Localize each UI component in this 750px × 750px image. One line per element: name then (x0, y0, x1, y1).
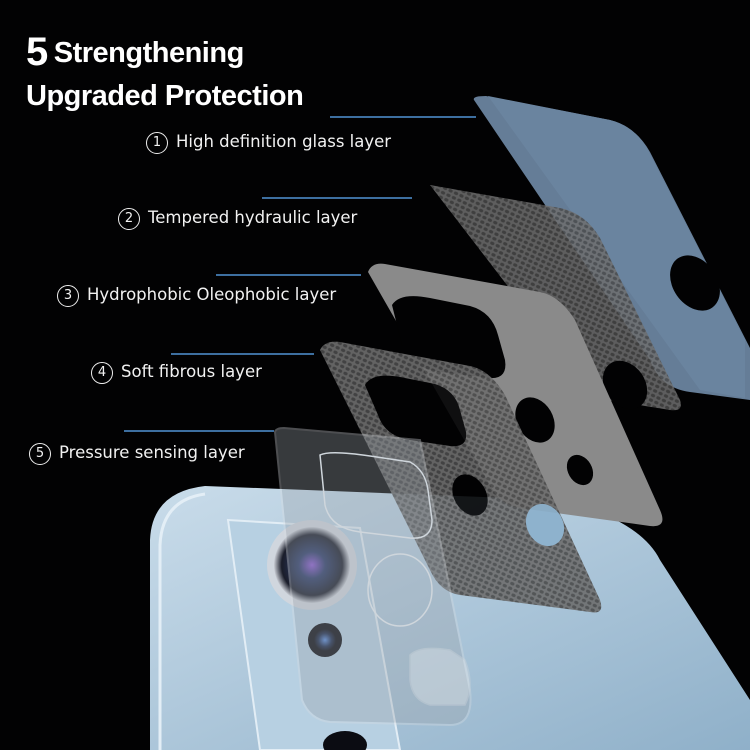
circled-number-icon: 2 (118, 208, 140, 230)
layer-label-text: Soft fibrous layer (121, 362, 262, 381)
circled-number-icon: 5 (29, 443, 51, 465)
layer-label-2: 2 Tempered hydraulic layer (118, 208, 357, 230)
leader-line-5 (124, 430, 274, 432)
layer-5-pressure-sensing (273, 426, 472, 727)
circled-number-icon: 4 (91, 362, 113, 384)
layer-label-text: Hydrophobic Oleophobic layer (87, 285, 337, 304)
leader-line-2 (262, 197, 412, 199)
layer-label-5: 5 Pressure sensing layer (29, 443, 245, 465)
leader-line-4 (171, 353, 314, 355)
layer-label-text: Pressure sensing layer (59, 443, 245, 462)
circled-number-icon: 1 (146, 132, 168, 154)
layer-label-text: Tempered hydraulic layer (148, 208, 358, 227)
layer-1-glass (473, 96, 750, 400)
layer-label-1: 1 High definition glass layer (146, 132, 391, 154)
layer-label-4: 4 Soft fibrous layer (91, 362, 262, 384)
layer-4-fibrous (320, 341, 602, 613)
layer-label-text: High definition glass layer (176, 132, 392, 151)
headline-text: Strengthening (53, 37, 245, 69)
headline-number: 5 (26, 30, 48, 74)
headline-line-2: Upgraded Protection (26, 80, 304, 112)
layer-2-tempered (430, 185, 681, 411)
layer-label-3: 3 Hydrophobic Oleophobic layer (57, 285, 336, 307)
leader-line-3 (216, 274, 361, 276)
circled-number-icon: 3 (57, 285, 79, 307)
phone-body (150, 486, 750, 750)
leader-line-1 (330, 116, 476, 118)
